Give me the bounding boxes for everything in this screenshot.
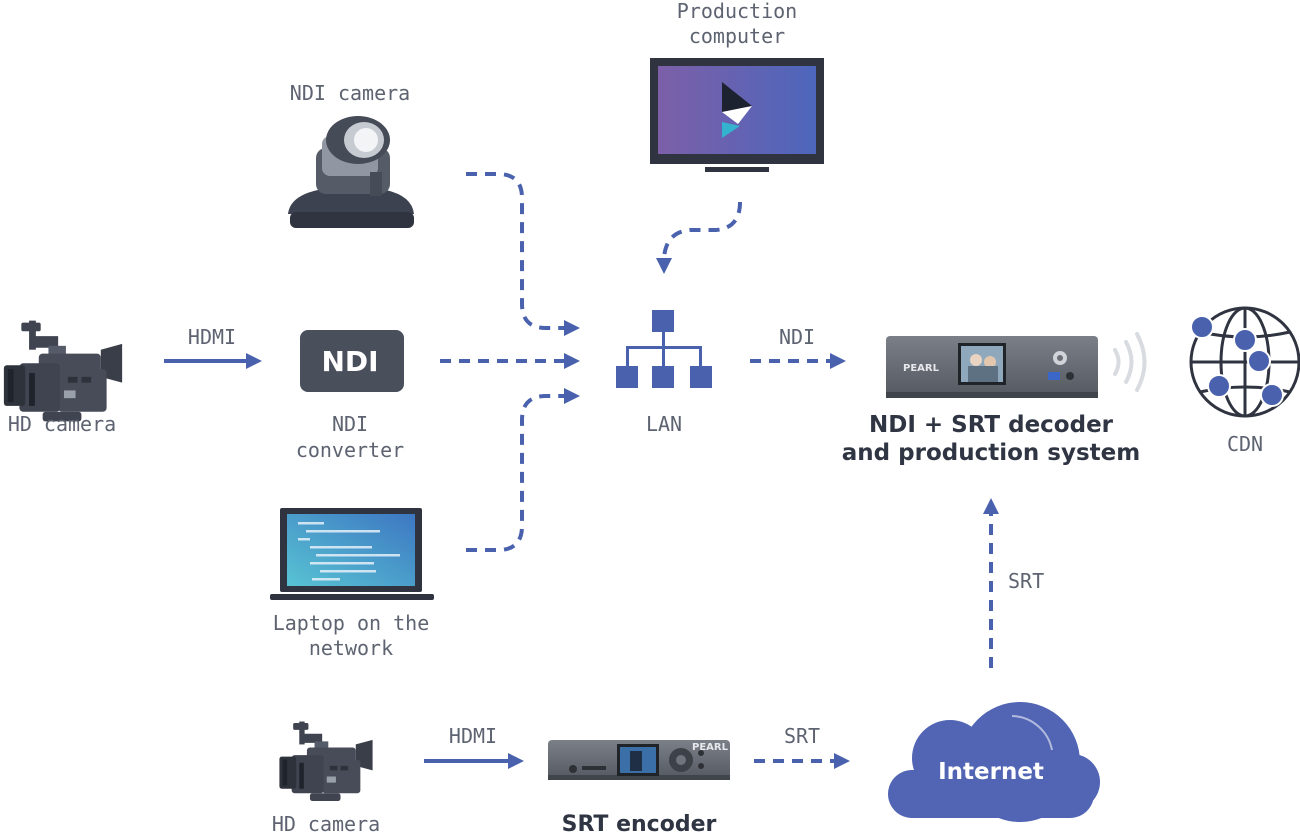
hd-camera-top: HD camera bbox=[3, 320, 123, 436]
laptop-icon bbox=[270, 508, 434, 600]
hdmi-top-label: HDMI bbox=[188, 325, 236, 349]
srt-out-label: SRT bbox=[784, 724, 820, 748]
encoder-brand: PEARL bbox=[692, 742, 729, 753]
ndi-camera-link bbox=[466, 172, 566, 330]
ndi-converter-label-line2: converter bbox=[296, 438, 404, 462]
srt-up-arrowhead bbox=[983, 498, 999, 514]
decoder-title-line1: NDI + SRT decoder bbox=[869, 412, 1114, 438]
ndi-out-label: NDI bbox=[779, 325, 815, 349]
decoder-brand: PEARL bbox=[903, 363, 940, 374]
video-camera-icon bbox=[3, 320, 123, 422]
production-computer-label-line1: Production bbox=[677, 0, 797, 23]
ndi-converter-to-lan bbox=[440, 353, 580, 369]
encoder-device-icon: PEARL bbox=[548, 740, 730, 780]
ndi-converter: NDI NDI converter bbox=[296, 330, 404, 462]
ndi-camera: NDI camera bbox=[288, 81, 414, 228]
ndi-srt-decoder: PEARL NDI + SRT decoder and production s… bbox=[842, 332, 1147, 466]
lan: LAN bbox=[616, 310, 712, 436]
laptop-on-network: Laptop on the network bbox=[270, 508, 434, 660]
laptop-label-line1: Laptop on the bbox=[273, 611, 430, 635]
ndi-converter-icon: NDI bbox=[300, 330, 404, 392]
ndi-camera-label: NDI camera bbox=[290, 81, 410, 105]
wireless-signal-icon bbox=[1113, 332, 1147, 392]
hdmi-top-arrowhead bbox=[246, 353, 262, 369]
srt-out-connection: SRT bbox=[754, 724, 850, 769]
ndi-badge-text: NDI bbox=[321, 345, 378, 378]
connections: HDMI NDI bbox=[164, 172, 1044, 769]
laptop-arrowhead bbox=[564, 388, 580, 404]
srt-encoder: PEARL SRT encoder bbox=[548, 740, 730, 837]
internet: Internet bbox=[888, 702, 1100, 822]
ndi-out-connection: NDI bbox=[750, 325, 846, 369]
ndi-converter-label-line1: NDI bbox=[332, 412, 368, 436]
hd-camera-top-label: HD camera bbox=[8, 412, 116, 436]
hdmi-top-connection: HDMI bbox=[164, 325, 262, 369]
srt-up-label: SRT bbox=[1008, 569, 1044, 593]
hdmi-bottom-connection: HDMI bbox=[424, 724, 524, 769]
production-computer-label-line2: computer bbox=[689, 24, 785, 48]
decoder-title-line2: and production system bbox=[842, 440, 1140, 466]
laptop-label-line2: network bbox=[309, 636, 393, 660]
laptop-link bbox=[466, 394, 566, 552]
srt-encoder-label: SRT encoder bbox=[562, 812, 717, 837]
cloud-icon bbox=[888, 702, 1100, 822]
production-computer-to-lan bbox=[656, 201, 742, 274]
ndi-converter-arrowhead bbox=[564, 353, 580, 369]
ndi-out-arrowhead bbox=[830, 353, 846, 369]
hdmi-bottom-arrowhead bbox=[508, 753, 524, 769]
video-camera-icon bbox=[279, 721, 373, 801]
hd-camera-bottom-label: HD camera bbox=[272, 812, 380, 836]
hdmi-bottom-label: HDMI bbox=[449, 724, 497, 748]
ndi-camera-arrowhead bbox=[564, 320, 580, 336]
production-computer-arrowhead bbox=[656, 258, 672, 274]
pearl-device-icon: PEARL bbox=[886, 336, 1098, 398]
production-computer: Production computer bbox=[650, 0, 824, 172]
internet-label: Internet bbox=[938, 759, 1044, 785]
lan-label: LAN bbox=[646, 412, 682, 436]
cdn-label: CDN bbox=[1227, 432, 1263, 456]
srt-up-connection: SRT bbox=[983, 498, 1044, 668]
ptz-camera-icon bbox=[288, 116, 414, 228]
globe-icon bbox=[1189, 306, 1300, 418]
monitor-icon bbox=[650, 58, 824, 172]
hd-camera-bottom: HD camera bbox=[272, 721, 380, 836]
production-computer-link bbox=[662, 201, 742, 259]
srt-out-arrowhead bbox=[834, 753, 850, 769]
cdn: CDN bbox=[1189, 306, 1300, 456]
laptop-to-lan bbox=[466, 388, 580, 552]
ndi-camera-to-lan bbox=[466, 172, 580, 336]
network-hierarchy-icon bbox=[616, 310, 712, 388]
